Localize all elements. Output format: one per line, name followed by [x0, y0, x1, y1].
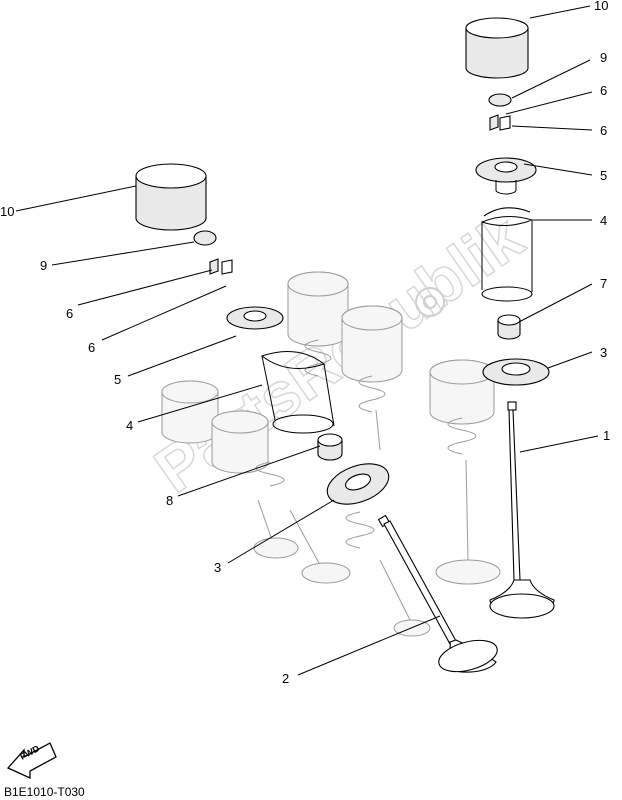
- retainer-5-left: [226, 306, 284, 330]
- cotter-6-left: [209, 258, 233, 275]
- valve-2: [377, 514, 498, 673]
- gear-watermark-icon: [415, 287, 445, 317]
- callout-6-left-b: 6: [88, 340, 95, 355]
- shim-9-left: [193, 230, 217, 246]
- cotter-6-top: [489, 114, 511, 131]
- callout-6-top-b: 6: [600, 123, 607, 138]
- tappet-10-top: [465, 17, 529, 79]
- callout-10-left: 10: [0, 204, 14, 219]
- callout-8: 8: [166, 493, 173, 508]
- oil-seal-7: [497, 314, 521, 340]
- callout-6-left-a: 6: [66, 306, 73, 321]
- callout-labels: 10 9 6 6 5 4 7 3 1 10 9 6 6 5 4 8 3 2: [0, 0, 610, 686]
- callout-4-left: 4: [126, 418, 133, 433]
- callout-3-top: 3: [600, 345, 607, 360]
- callout-9-left: 9: [40, 258, 47, 273]
- callout-9-top: 9: [600, 50, 607, 65]
- watermark: PartsRepublik: [141, 200, 537, 508]
- retainer-5-top: [475, 157, 537, 195]
- callout-10-top: 10: [594, 0, 608, 13]
- callout-5-top: 5: [600, 168, 607, 183]
- tappet-10-left: [135, 163, 207, 231]
- leader-lines: [15, 5, 599, 676]
- spring-4-top: [480, 207, 534, 302]
- callout-2: 2: [282, 671, 289, 686]
- callout-3-left: 3: [214, 560, 221, 575]
- svg-text:PartsRepublik: PartsRepublik: [142, 200, 536, 506]
- callout-5-left: 5: [114, 372, 121, 387]
- background-valve-assemblies: [161, 271, 501, 637]
- callout-6-top-a: 6: [600, 83, 607, 98]
- shim-9-top: [488, 93, 512, 107]
- valve-1: [489, 401, 555, 619]
- callout-7: 7: [600, 276, 607, 291]
- fwd-arrow-icon: FWD: [6, 742, 57, 780]
- figure-code: B1E1010-T030: [4, 785, 85, 799]
- spring-4-left: [260, 351, 335, 434]
- seat-3-left: [326, 463, 390, 505]
- callout-1: 1: [603, 428, 610, 443]
- oil-seal-8: [317, 433, 343, 461]
- callout-4-top: 4: [600, 213, 607, 228]
- seat-3-top: [482, 358, 550, 386]
